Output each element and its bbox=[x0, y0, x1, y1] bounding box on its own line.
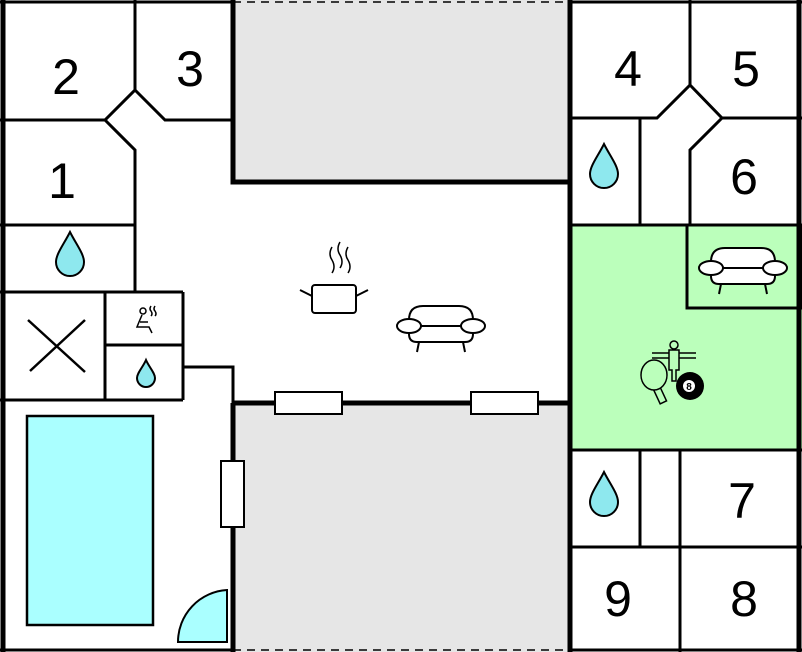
pool bbox=[25, 414, 155, 627]
terrace-top bbox=[233, 0, 570, 182]
room-7-label: 7 bbox=[728, 473, 756, 529]
door-arc-icon bbox=[176, 588, 228, 643]
sofa-icon bbox=[396, 305, 486, 353]
kitchen-pot-icon bbox=[299, 241, 369, 314]
room-2-label: 2 bbox=[52, 49, 80, 105]
room-4-label: 4 bbox=[614, 41, 642, 97]
room-3-label: 3 bbox=[176, 41, 204, 97]
room-9-label: 9 bbox=[604, 571, 632, 627]
sauna-icon bbox=[135, 305, 157, 334]
billiard-number: 8 bbox=[686, 382, 692, 393]
water-drop-icon bbox=[589, 471, 619, 517]
room-1-label: 1 bbox=[48, 153, 76, 209]
foosball-icon bbox=[652, 340, 696, 382]
technical-room-x-icon bbox=[27, 319, 86, 373]
billiard-ball-icon: 8 bbox=[676, 372, 704, 400]
window bbox=[220, 460, 245, 528]
water-drop-icon bbox=[55, 231, 85, 277]
terrace-bottom bbox=[233, 403, 570, 652]
window bbox=[470, 391, 539, 415]
table-tennis-icon bbox=[640, 359, 668, 405]
water-drop-icon bbox=[589, 143, 619, 189]
room-6-label: 6 bbox=[730, 149, 758, 205]
room-5-label: 5 bbox=[732, 41, 760, 97]
water-drop-icon bbox=[135, 357, 157, 388]
window bbox=[274, 391, 343, 415]
room-8-label: 8 bbox=[730, 571, 758, 627]
